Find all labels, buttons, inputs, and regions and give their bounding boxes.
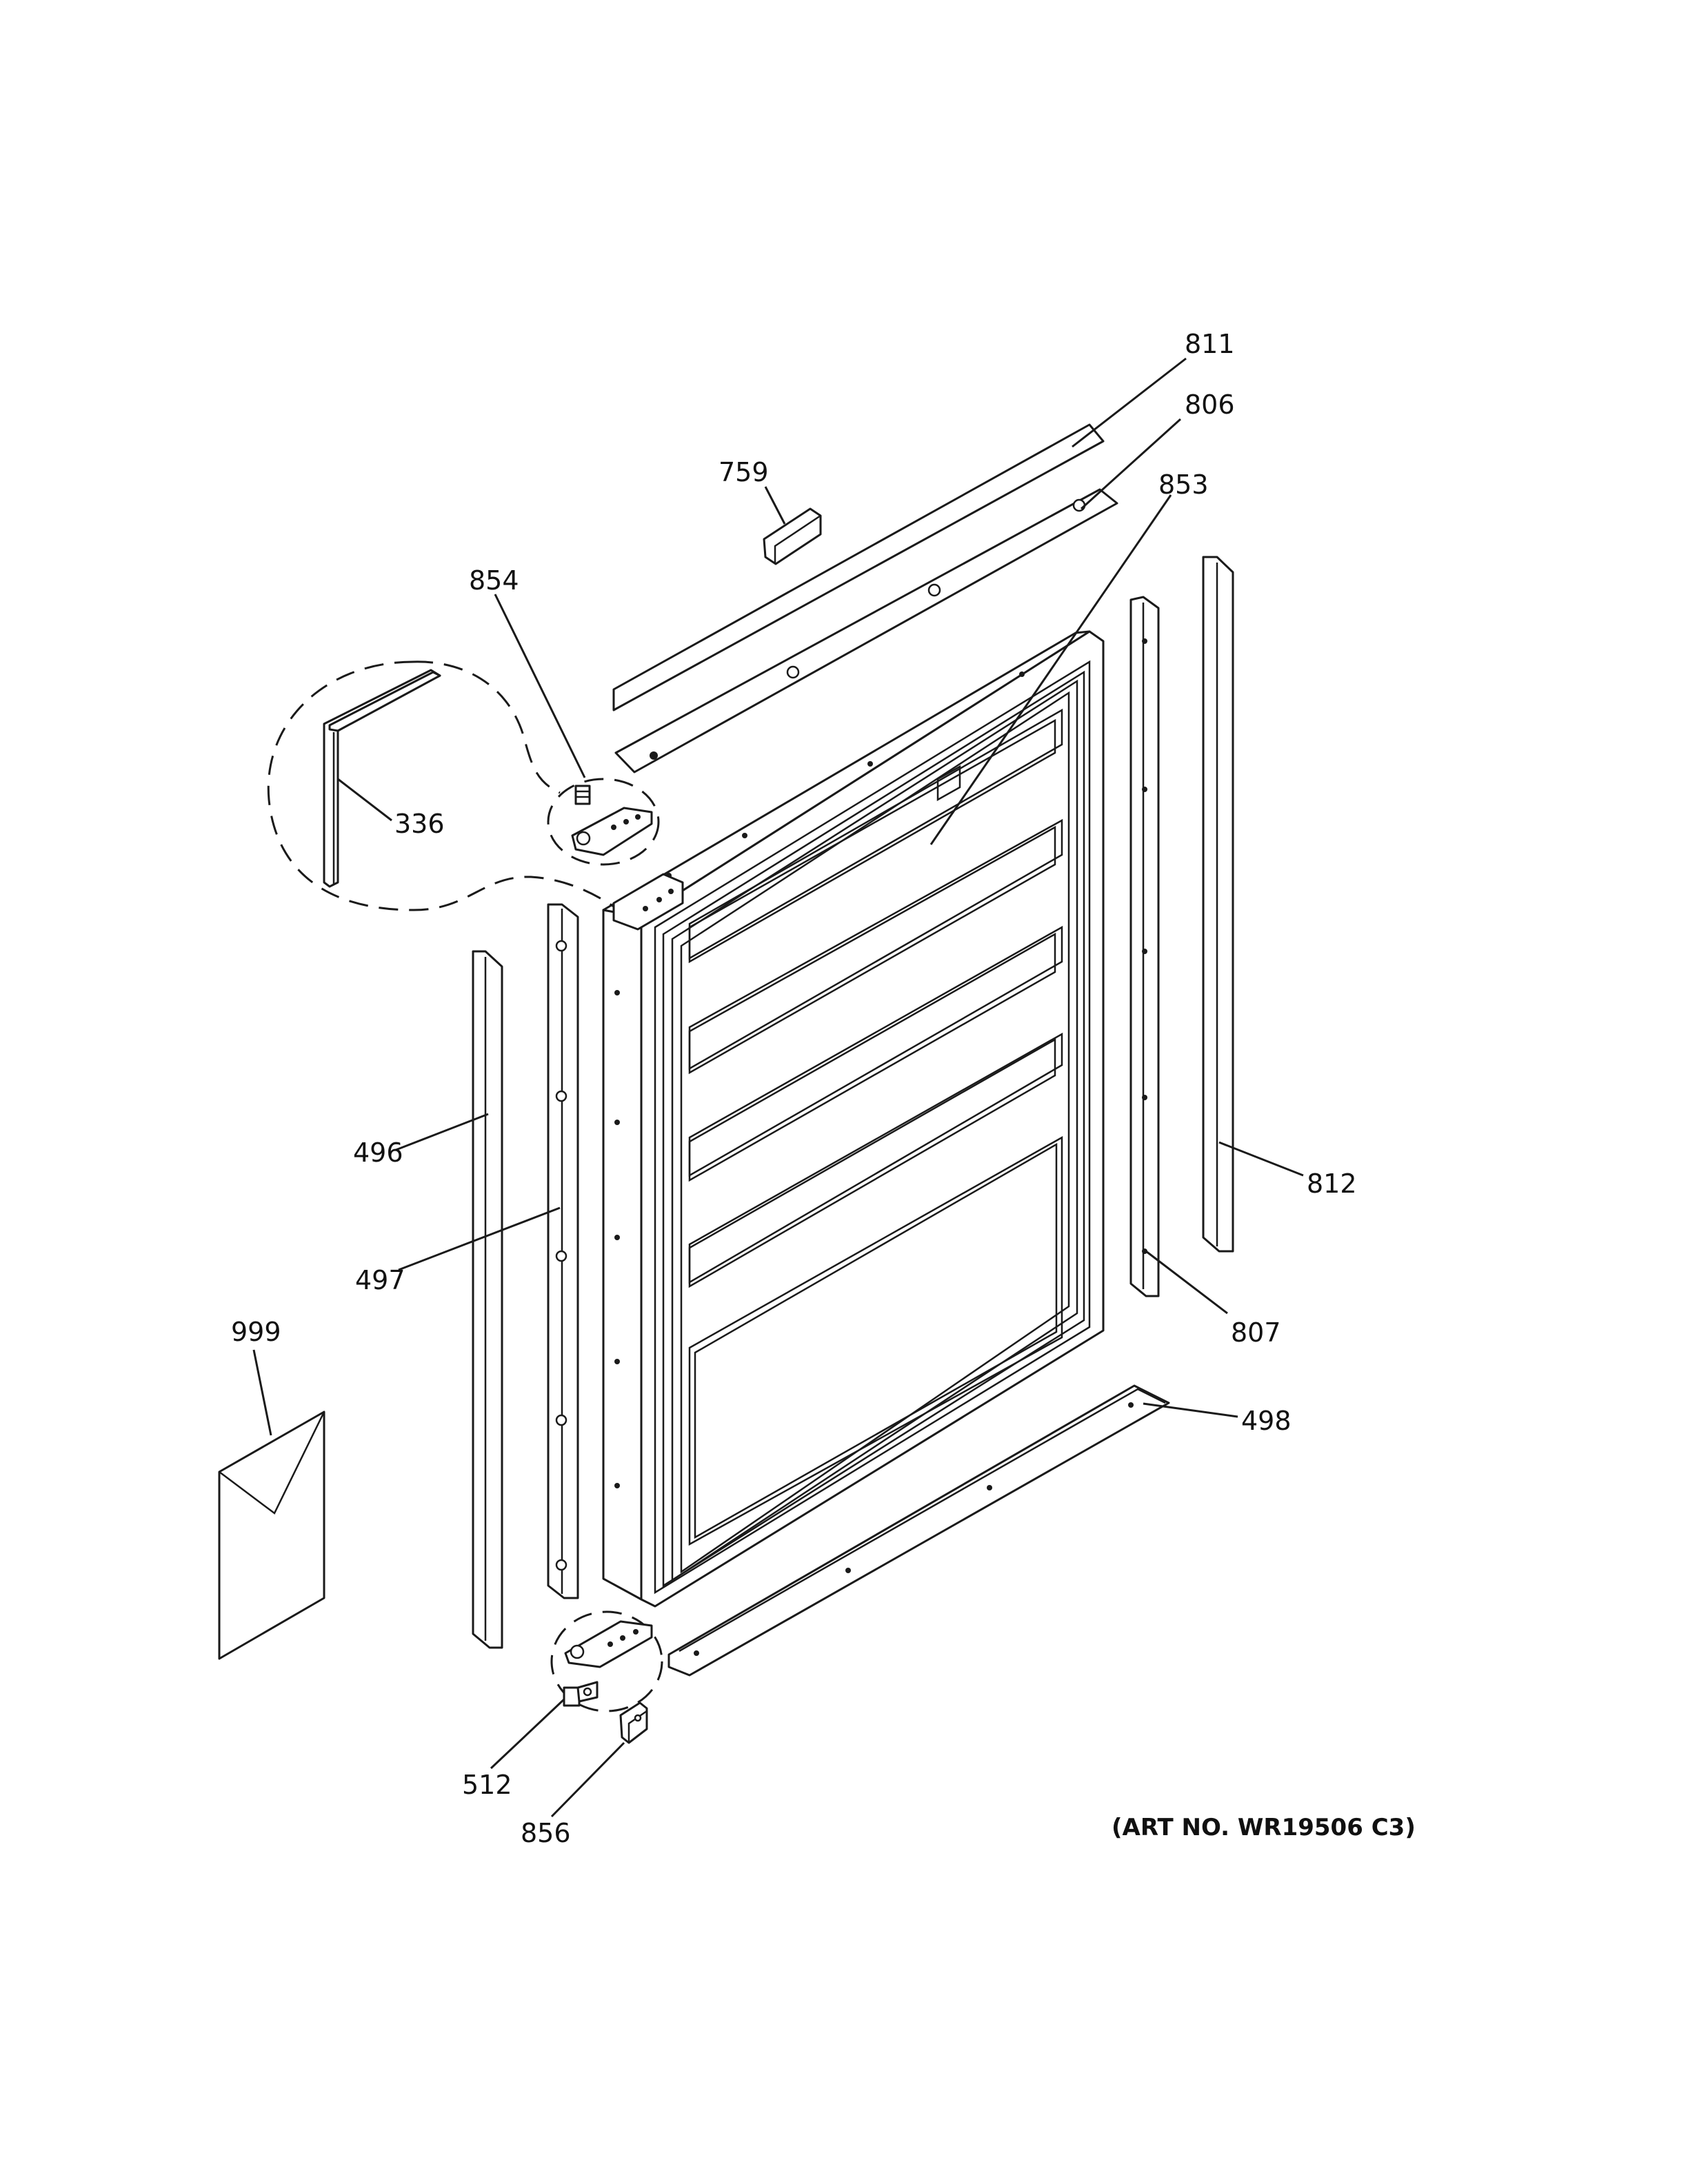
part-512-lower-hinge [550,1610,663,1712]
callout-999: 999 [231,1317,281,1347]
callout-812: 812 [1307,1169,1357,1199]
callout-336: 336 [394,809,445,839]
part-498-bottom-bracket [667,1384,1170,1677]
callout-498: 498 [1241,1406,1292,1436]
part-812-right-strip [1202,556,1234,1253]
callout-811: 811 [1185,329,1235,359]
leader-lines [252,357,1304,1818]
callout-853: 853 [1158,469,1209,500]
part-496-narrow-strip [472,950,503,1649]
part-999-literature-envelope [218,1410,325,1660]
callout-labels: 811 806 759 853 854 336 496 497 812 807 … [231,329,1416,1848]
part-853-door-assembly [602,630,1105,1608]
callout-807: 807 [1231,1317,1281,1348]
callout-854: 854 [469,565,519,596]
part-807-right-rail [1129,596,1160,1297]
callout-806: 806 [1185,390,1235,420]
part-759-pad [763,507,822,565]
callout-856: 856 [521,1818,571,1848]
callout-512: 512 [462,1770,512,1800]
part-854-upper-hinge [547,778,660,866]
part-497-hinge-side-rail [547,903,579,1599]
part-336-gasket-corner [267,660,614,911]
callout-496: 496 [353,1138,403,1168]
callout-497: 497 [355,1265,405,1295]
callout-759: 759 [719,457,769,487]
part-811-top-trim-strip [612,423,1105,711]
part-806-top-bracket [614,488,1118,774]
part-856-lower-bracket [619,1701,648,1744]
art-number: (ART NO. WR19506 C3) [1112,1814,1416,1841]
